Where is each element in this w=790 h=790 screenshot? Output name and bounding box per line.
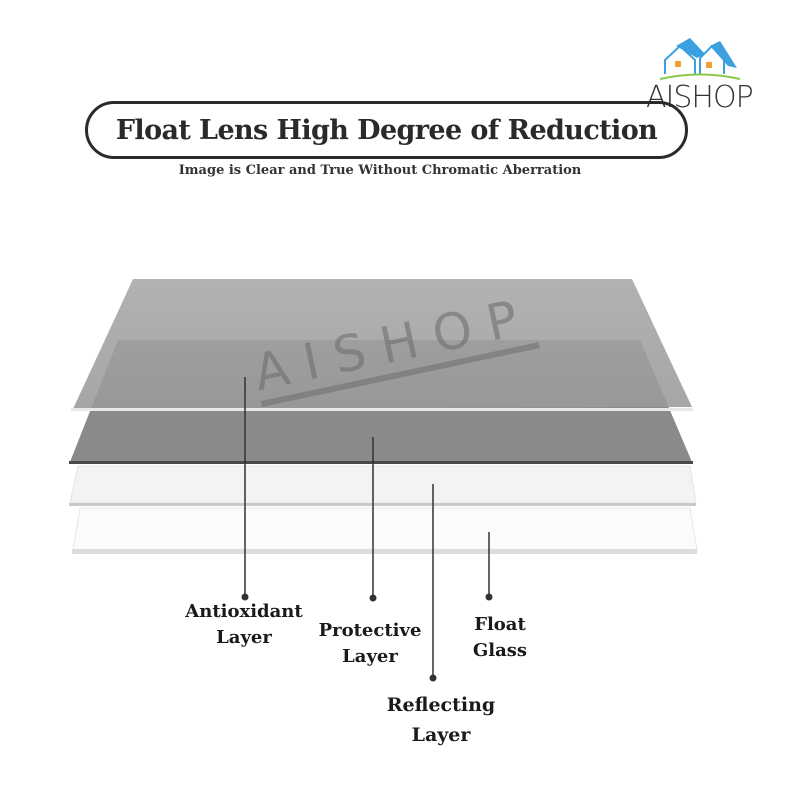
label-line: Glass — [472, 640, 528, 661]
label-line: Layer — [411, 724, 471, 746]
label-reflecting-layer: Reflecting Layer — [361, 690, 521, 750]
page-subtitle: Image is Clear and True Without Chromati… — [178, 163, 582, 178]
antioxidant-layer — [73, 279, 692, 409]
float-glass-edge — [72, 549, 697, 554]
protective-layer-edge — [69, 461, 693, 464]
antioxidant-layer-edge — [71, 408, 693, 411]
float-glass-leader-dot — [485, 593, 493, 601]
reflecting-leader-dot — [429, 674, 437, 682]
reflecting-layer — [69, 465, 697, 504]
label-line: Protective — [318, 620, 422, 641]
title-banner: Float Lens High Degree of Reduction — [85, 101, 688, 159]
page-title: Float Lens High Degree of Reduction — [115, 114, 658, 146]
label-line: Antioxidant — [185, 601, 303, 622]
label-protective-layer: Protective Layer — [290, 618, 450, 670]
reflecting-layer-edge — [69, 503, 696, 506]
house-logo-icon — [659, 38, 741, 80]
label-float-glass: Float Glass — [440, 612, 560, 664]
label-line: Layer — [216, 627, 272, 648]
float-glass-layer — [72, 507, 698, 551]
antioxidant-leader-dot — [241, 593, 249, 601]
label-line: Reflecting — [386, 694, 496, 716]
label-antioxidant-layer: Antioxidant Layer — [164, 599, 324, 651]
label-line: Float — [474, 614, 526, 635]
protective-leader-dot — [369, 594, 377, 602]
label-line: Layer — [342, 646, 398, 667]
